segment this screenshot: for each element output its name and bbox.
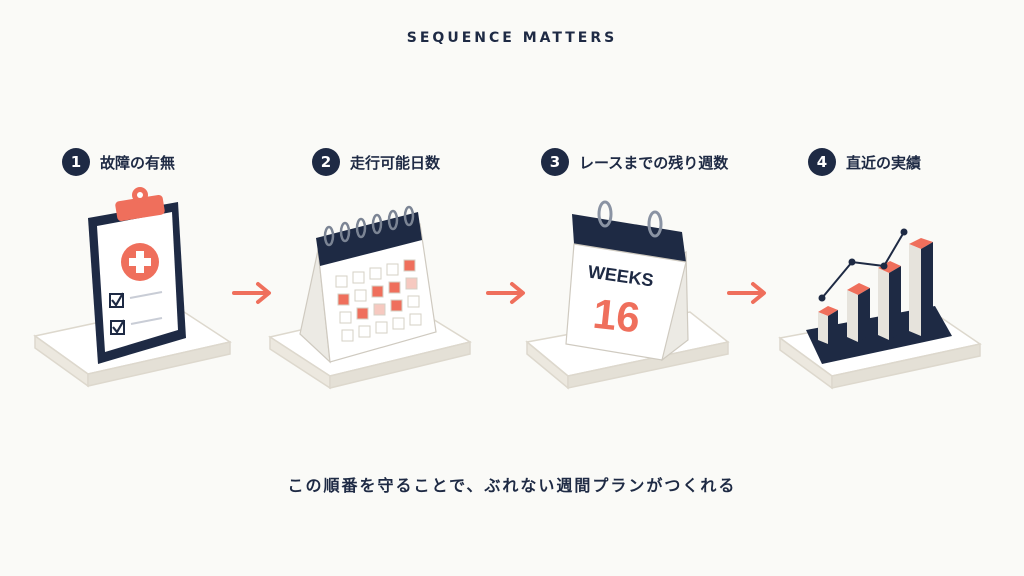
arrow-right-icon <box>232 282 271 304</box>
step-1-label: 1 故障の有無 <box>62 148 175 176</box>
step-3-text: レースまでの残り週数 <box>579 153 729 172</box>
bar-chart-icon <box>778 228 982 390</box>
step-1-number: 1 <box>62 148 90 176</box>
weeks-calendar-icon: WEEKS 16 <box>525 200 730 390</box>
page-title: SEQUENCE MATTERS <box>406 30 618 46</box>
calendar-icon <box>268 205 472 390</box>
summary-text: この順番を守ることで、ぶれない週間プランがつくれる <box>287 476 737 495</box>
arrow-right-icon <box>727 282 766 304</box>
step-4-label: 4 直近の実績 <box>808 148 921 176</box>
step-2-label: 2 走行可能日数 <box>312 148 440 176</box>
step-4-number: 4 <box>808 148 836 176</box>
step-3-number: 3 <box>541 148 569 176</box>
step-2-text: 走行可能日数 <box>350 153 441 172</box>
clipboard-medical-icon <box>33 187 232 388</box>
step-3-label: 3 レースまでの残り週数 <box>541 148 728 176</box>
step-2-number: 2 <box>312 148 340 176</box>
weeks-number: 16 <box>591 290 642 342</box>
step-4-text: 直近の実績 <box>846 153 922 172</box>
arrow-right-icon <box>486 282 525 304</box>
step-1-text: 故障の有無 <box>100 153 176 172</box>
